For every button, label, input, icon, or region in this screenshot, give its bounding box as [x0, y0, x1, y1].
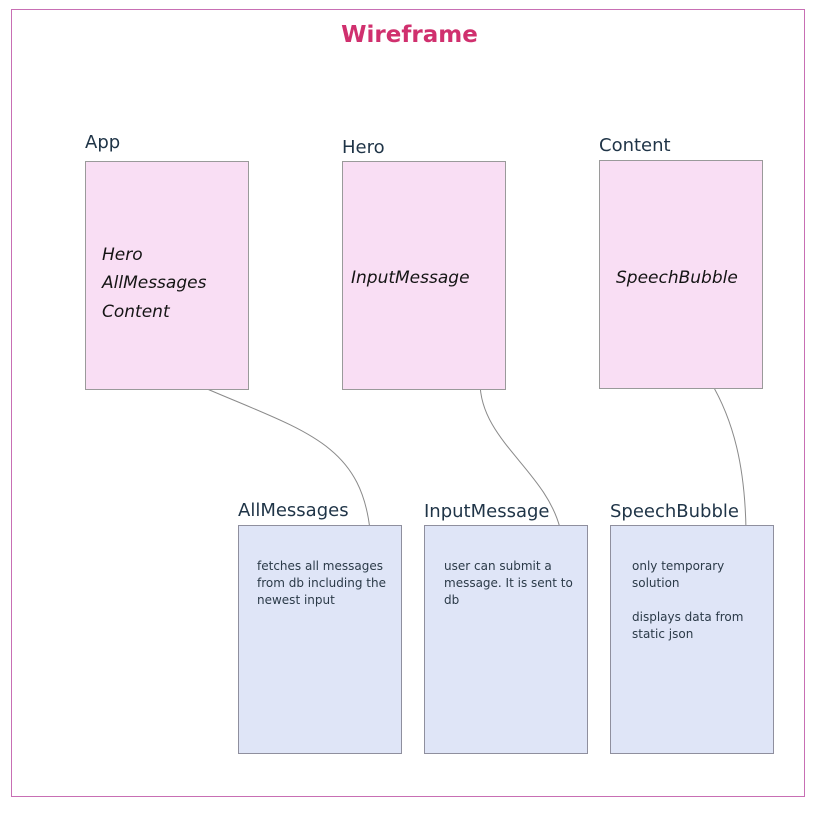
component-label-app: App — [85, 132, 121, 153]
note-line: fetches all messages from db including t… — [257, 559, 386, 607]
connector-hero-inputmessage — [479, 381, 561, 529]
detail-note: user can submit a message. It is sent to… — [444, 558, 574, 609]
detail-box-speechbubble: only temporary solution displays data fr… — [610, 525, 774, 754]
detail-label-allmessages: AllMessages — [238, 500, 349, 521]
detail-label-inputmessage: InputMessage — [424, 501, 550, 522]
child-item: Hero — [102, 245, 143, 265]
component-label-content: Content — [599, 135, 671, 156]
component-box-content: SpeechBubble — [599, 160, 763, 389]
component-label-hero: Hero — [342, 137, 385, 158]
child-item: Content — [102, 302, 170, 322]
detail-note: only temporary solution displays data fr… — [632, 558, 747, 643]
note-line: displays data from static json — [632, 610, 744, 641]
detail-box-allmessages: fetches all messages from db including t… — [238, 525, 402, 754]
note-line: only temporary solution — [632, 559, 725, 590]
detail-box-inputmessage: user can submit a message. It is sent to… — [424, 525, 588, 754]
wireframe-frame — [11, 9, 805, 797]
component-box-hero: InputMessage — [342, 161, 506, 390]
connector-app-allmessages — [190, 381, 371, 531]
component-box-app: Hero AllMessages Content — [85, 161, 249, 390]
diagram-title: Wireframe — [341, 22, 478, 48]
child-item: InputMessage — [351, 268, 470, 288]
detail-label-speechbubble: SpeechBubble — [610, 501, 739, 522]
connector-content-speechbubble — [706, 375, 747, 531]
child-item: AllMessages — [102, 273, 207, 293]
note-line: user can submit a message. It is sent to… — [444, 559, 573, 607]
child-item: SpeechBubble — [616, 268, 738, 288]
detail-note: fetches all messages from db including t… — [257, 558, 392, 609]
